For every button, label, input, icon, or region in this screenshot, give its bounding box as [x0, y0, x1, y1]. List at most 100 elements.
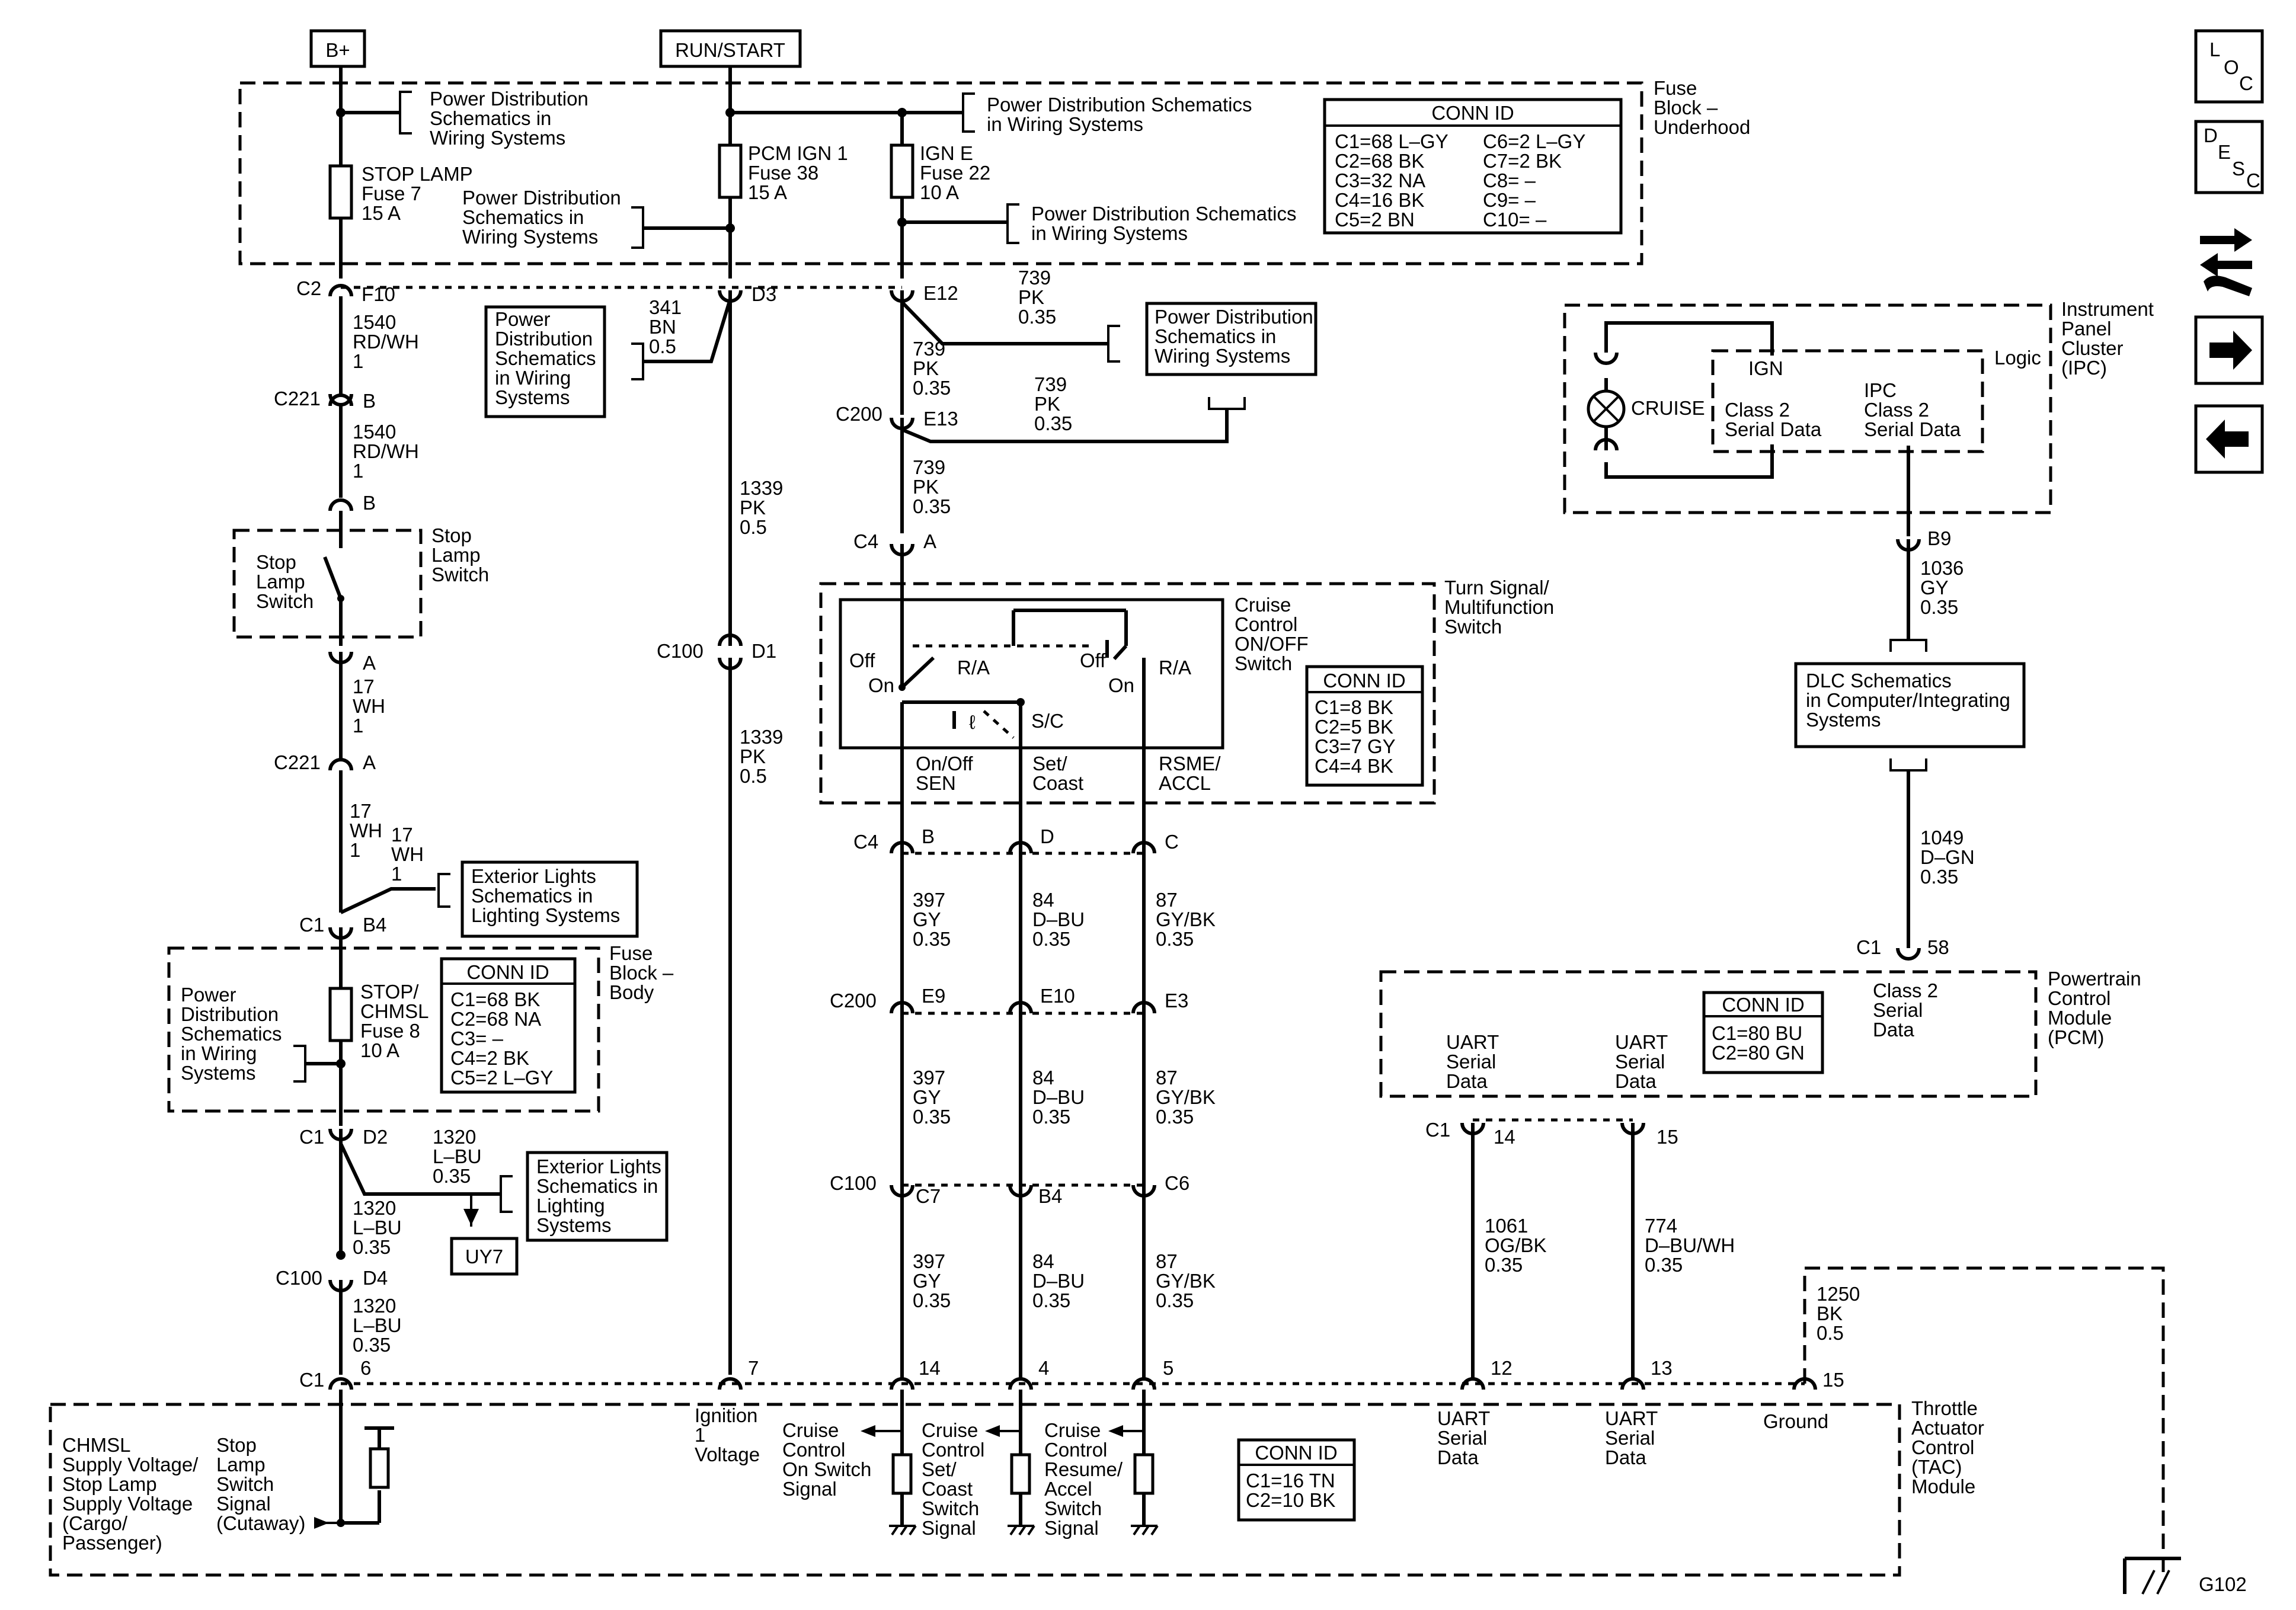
ref-power-distribution-2[interactable]: Power Distribution Schematics in Wiring … [987, 94, 1252, 135]
svg-text:On Switch: On Switch [782, 1458, 871, 1480]
svg-text:C10= –: C10= – [1483, 209, 1547, 231]
pin-7: 7 [748, 1357, 759, 1379]
svg-text:IPC: IPC [1864, 379, 1897, 401]
svg-text:D–BU: D–BU [1032, 1086, 1085, 1108]
wire-774: 774 D–BU/WH 0.35 [1645, 1215, 1735, 1276]
pcm-label: Powertrain Control Module (PCM) [2048, 968, 2141, 1048]
svg-text:Cruise: Cruise [922, 1419, 978, 1441]
svg-text:C4=16 BK: C4=16 BK [1335, 189, 1424, 211]
connector-wrench-icon[interactable] [2200, 228, 2252, 296]
pin-6: 6 [360, 1357, 371, 1379]
svg-text:0.5: 0.5 [649, 335, 676, 357]
svg-text:Wiring Systems: Wiring Systems [462, 226, 598, 248]
next-page-button[interactable] [2194, 315, 2264, 385]
conn-c4-a: C4 [853, 530, 878, 552]
svg-text:Switch: Switch [1444, 616, 1502, 638]
uy7-box [450, 1237, 519, 1276]
pin-5: 5 [1163, 1357, 1173, 1379]
svg-text:Coast: Coast [1032, 772, 1083, 794]
svg-text:C5=2 BN: C5=2 BN [1335, 209, 1415, 231]
output-rsme-accl: RSME/ ACCL [1159, 753, 1221, 794]
pin-13: 13 [1651, 1357, 1673, 1379]
svg-text:C1=68 BK: C1=68 BK [450, 988, 540, 1010]
svg-text:0.35: 0.35 [913, 1106, 951, 1128]
svg-text:C3=7 GY: C3=7 GY [1315, 735, 1396, 757]
ref-exterior-lights-2[interactable] [526, 1151, 669, 1242]
instrument-panel-cluster [1563, 303, 2052, 514]
ipc-logic-label: Logic [1994, 347, 2041, 369]
svg-text:L: L [2209, 39, 2220, 60]
stop-lamp-fuse-symbol [328, 164, 353, 220]
prev-page-button[interactable] [2194, 404, 2264, 474]
svg-text:Fuse 22: Fuse 22 [920, 162, 990, 184]
pin-d1: D1 [752, 640, 776, 662]
conn-c221-bottom: C221 [274, 751, 321, 773]
throttle-actuator-control-module [49, 1403, 1901, 1577]
tac-label: Throttle Actuator Control (TAC) Module [1911, 1397, 1984, 1497]
label-on-1: On [868, 674, 894, 696]
svg-text:Data: Data [1615, 1070, 1657, 1092]
svg-text:C6=2 L–GY: C6=2 L–GY [1483, 130, 1585, 152]
svg-text:in Wiring: in Wiring [181, 1042, 257, 1064]
svg-text:0.35: 0.35 [1032, 928, 1070, 950]
svg-text:0.35: 0.35 [1920, 596, 1958, 618]
ref-exterior-lights[interactable] [461, 860, 639, 938]
svg-text:BK: BK [1817, 1302, 1843, 1324]
svg-text:Stop: Stop [431, 524, 472, 546]
tac-cc-set-label: Cruise Control Set/ Coast Switch Signal [922, 1419, 984, 1539]
svg-text:1: 1 [391, 863, 402, 885]
svg-text:10 A: 10 A [360, 1039, 399, 1061]
ref-power-distribution-5[interactable] [484, 305, 606, 418]
svg-text:0.35: 0.35 [433, 1165, 471, 1187]
svg-text:1250: 1250 [1817, 1283, 1860, 1305]
desc-button[interactable]: D E S C [2194, 120, 2264, 194]
stop-chmsl-fuse-symbol [328, 987, 353, 1042]
svg-text:L–BU: L–BU [353, 1314, 402, 1336]
svg-text:1049: 1049 [1920, 827, 1964, 849]
ref-power-distribution-6[interactable] [1145, 302, 1318, 376]
svg-text:397: 397 [913, 1067, 945, 1089]
svg-text:0.35: 0.35 [1034, 412, 1072, 434]
svg-text:C: C [2239, 72, 2253, 94]
svg-text:Power Distribution Schematics: Power Distribution Schematics [987, 94, 1252, 116]
svg-text:84: 84 [1032, 1250, 1054, 1272]
tac-uart-b: UART Serial Data [1605, 1407, 1658, 1468]
svg-text:Cruise: Cruise [1044, 1419, 1101, 1441]
svg-text:1: 1 [695, 1424, 705, 1446]
svg-text:Exterior Lights: Exterior Lights [471, 865, 596, 887]
svg-text:GY: GY [913, 1086, 941, 1108]
svg-text:1339: 1339 [740, 726, 783, 748]
conn-c221-top: C221 [274, 388, 321, 409]
svg-text:0.35: 0.35 [1032, 1289, 1070, 1311]
ref-power-distribution-body[interactable]: Power Distribution Schematics in Wiring … [181, 984, 282, 1084]
svg-text:0.35: 0.35 [913, 928, 951, 950]
ref-power-distribution-3[interactable]: Power Distribution Schematics in Wiring … [462, 187, 621, 248]
svg-text:Control: Control [1911, 1436, 1974, 1458]
svg-text:CONN ID: CONN ID [1431, 102, 1514, 124]
fuse-block-body [167, 946, 600, 1113]
svg-text:SEN: SEN [916, 772, 956, 794]
pin-a-c221: A [363, 751, 376, 773]
wire-84-c: 84D–BU0.35 [1032, 1250, 1085, 1311]
loc-button[interactable]: L O C [2194, 29, 2264, 104]
svg-text:Data: Data [1873, 1019, 1914, 1041]
svg-text:UY7: UY7 [465, 1246, 503, 1267]
svg-text:15 A: 15 A [362, 202, 401, 224]
svg-text:C3= –: C3= – [450, 1028, 504, 1049]
ref-dlc-schematics[interactable] [1794, 662, 2026, 748]
svg-text:C: C [2246, 169, 2260, 191]
wire-1320-b: 1320 L–BU 0.35 [353, 1197, 402, 1258]
ref-power-distribution-4[interactable]: Power Distribution Schematics in Wiring … [1031, 203, 1297, 244]
svg-text:Power: Power [181, 984, 236, 1006]
wire-1339-a: 1339 PK 0.5 [740, 477, 783, 538]
svg-text:Fuse 8: Fuse 8 [360, 1020, 420, 1042]
svg-text:Powertrain: Powertrain [2048, 968, 2141, 990]
svg-text:GY/BK: GY/BK [1156, 1270, 1216, 1292]
svg-text:RD/WH: RD/WH [353, 331, 419, 353]
pin-58: 58 [1927, 936, 1949, 958]
svg-text:PK: PK [913, 476, 939, 498]
ref-power-distribution[interactable]: Power Distribution Schematics in Wiring … [430, 88, 589, 149]
svg-text:in Wiring: in Wiring [495, 367, 571, 389]
svg-text:CONN ID: CONN ID [1722, 994, 1804, 1016]
conn-c200-e9: C200 [830, 990, 877, 1012]
